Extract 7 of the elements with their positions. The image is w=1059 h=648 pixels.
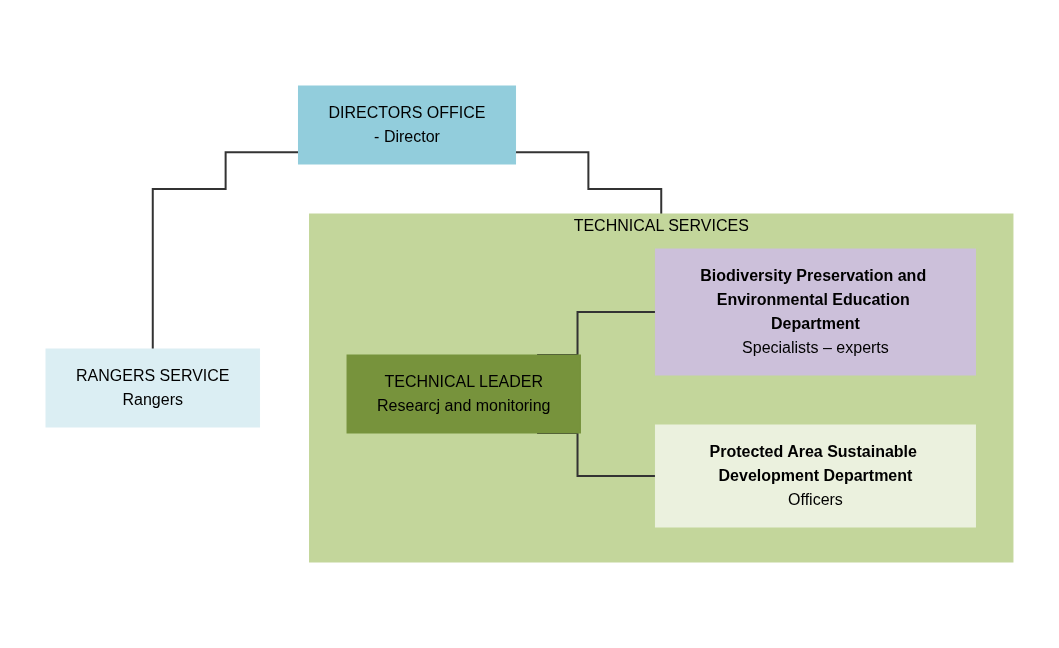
node-box: Protected Area Sustainable Development Department Officers (654, 424, 976, 528)
node-box: Biodiversity Preservation and Environmental Education Department Specialists – experts (654, 248, 976, 376)
node-box: DIRECTORS OFFICE - Director (298, 85, 517, 165)
node-box: TECHNICAL LEADER Researcj and monitoring (346, 354, 581, 434)
connector (514, 151, 663, 215)
node-box: RANGERS SERVICE Rangers (45, 348, 261, 428)
connector (151, 151, 300, 350)
